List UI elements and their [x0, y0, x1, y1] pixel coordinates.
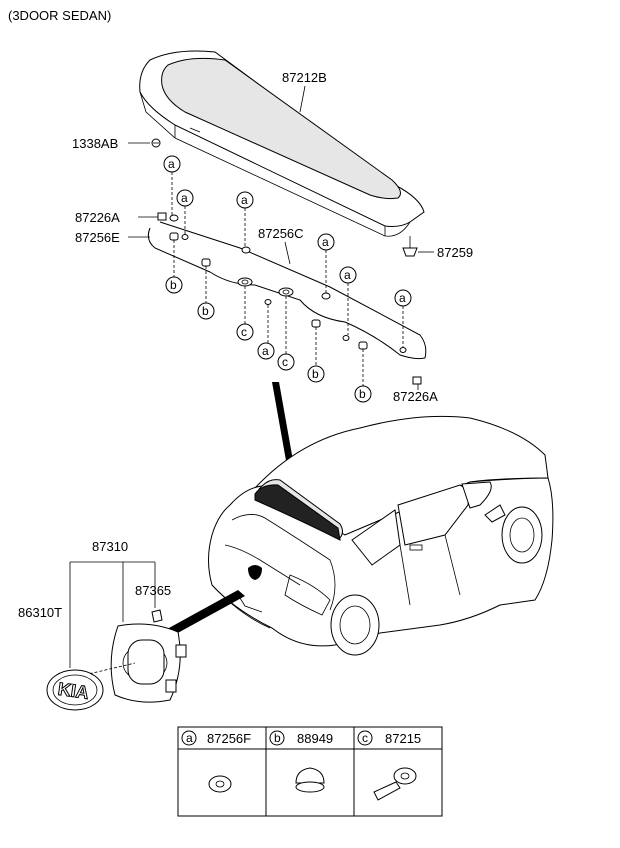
- kia-emblem[interactable]: KIA: [46, 669, 104, 711]
- label-emblem: 86310T: [18, 605, 62, 620]
- screw-icon: [151, 138, 161, 148]
- nut-icon: [402, 236, 418, 257]
- svg-text:c: c: [282, 355, 288, 369]
- svg-text:a: a: [241, 193, 248, 207]
- tape-strip[interactable]: [147, 221, 427, 360]
- legend-c-key: c: [362, 731, 368, 745]
- svg-text:a: a: [262, 344, 269, 358]
- legend-c-part: 87215: [385, 731, 421, 746]
- label-tape: 87256C: [258, 226, 304, 241]
- callout-c-markers[interactable]: c c: [236, 323, 295, 371]
- diagram-title: (3DOOR SEDAN): [8, 8, 111, 23]
- pointer-to-emblem: [158, 590, 245, 640]
- washer-icon: [208, 775, 232, 793]
- label-nut: 87259: [437, 245, 473, 260]
- car-body[interactable]: [208, 415, 554, 656]
- callout-a-markers[interactable]: a a a a a a a: [163, 155, 412, 360]
- legend-b-part: 88949: [297, 731, 333, 746]
- svg-text:b: b: [202, 304, 209, 318]
- label-emblem-assy: 87310: [92, 539, 128, 554]
- callout-b-markers[interactable]: b b b b: [165, 276, 372, 403]
- svg-text:a: a: [181, 191, 188, 205]
- car-emblem-location: [248, 565, 262, 580]
- svg-text:b: b: [359, 387, 366, 401]
- leader-lines: [171, 172, 404, 386]
- legend-c-marker: [357, 730, 373, 746]
- emblem-housing[interactable]: [110, 623, 187, 703]
- label-emblem-bracket: 87365: [135, 583, 171, 598]
- legend-b-marker: [269, 730, 285, 746]
- grommet-tab-icon: [373, 767, 417, 801]
- svg-text:a: a: [322, 235, 329, 249]
- clip-top-icon: [157, 212, 167, 221]
- svg-text:b: b: [312, 367, 319, 381]
- legend-a-marker: [181, 730, 197, 746]
- svg-text:a: a: [399, 291, 406, 305]
- legend-table: a 87256F b 88949 c 87215: [177, 726, 443, 817]
- bracket-clip-icon: [151, 609, 163, 623]
- legend-a-part: 87256F: [207, 731, 251, 746]
- clip-bottom-icon: [412, 376, 422, 385]
- legend-a-key: a: [186, 731, 193, 745]
- legend-b-key: b: [274, 731, 281, 745]
- svg-text:b: b: [170, 278, 177, 292]
- label-spoiler: 87212B: [282, 70, 327, 85]
- label-screw: 1338AB: [72, 136, 118, 151]
- spoiler[interactable]: [139, 50, 425, 237]
- label-pad: 87256E: [75, 230, 120, 245]
- label-clip-bottom: 87226A: [393, 389, 438, 404]
- svg-text:a: a: [168, 157, 175, 171]
- svg-text:c: c: [241, 325, 247, 339]
- kia-logo-text: KIA: [57, 679, 90, 703]
- cap-plug-icon: [295, 767, 325, 793]
- label-clip-top: 87226A: [75, 210, 120, 225]
- svg-text:a: a: [344, 268, 351, 282]
